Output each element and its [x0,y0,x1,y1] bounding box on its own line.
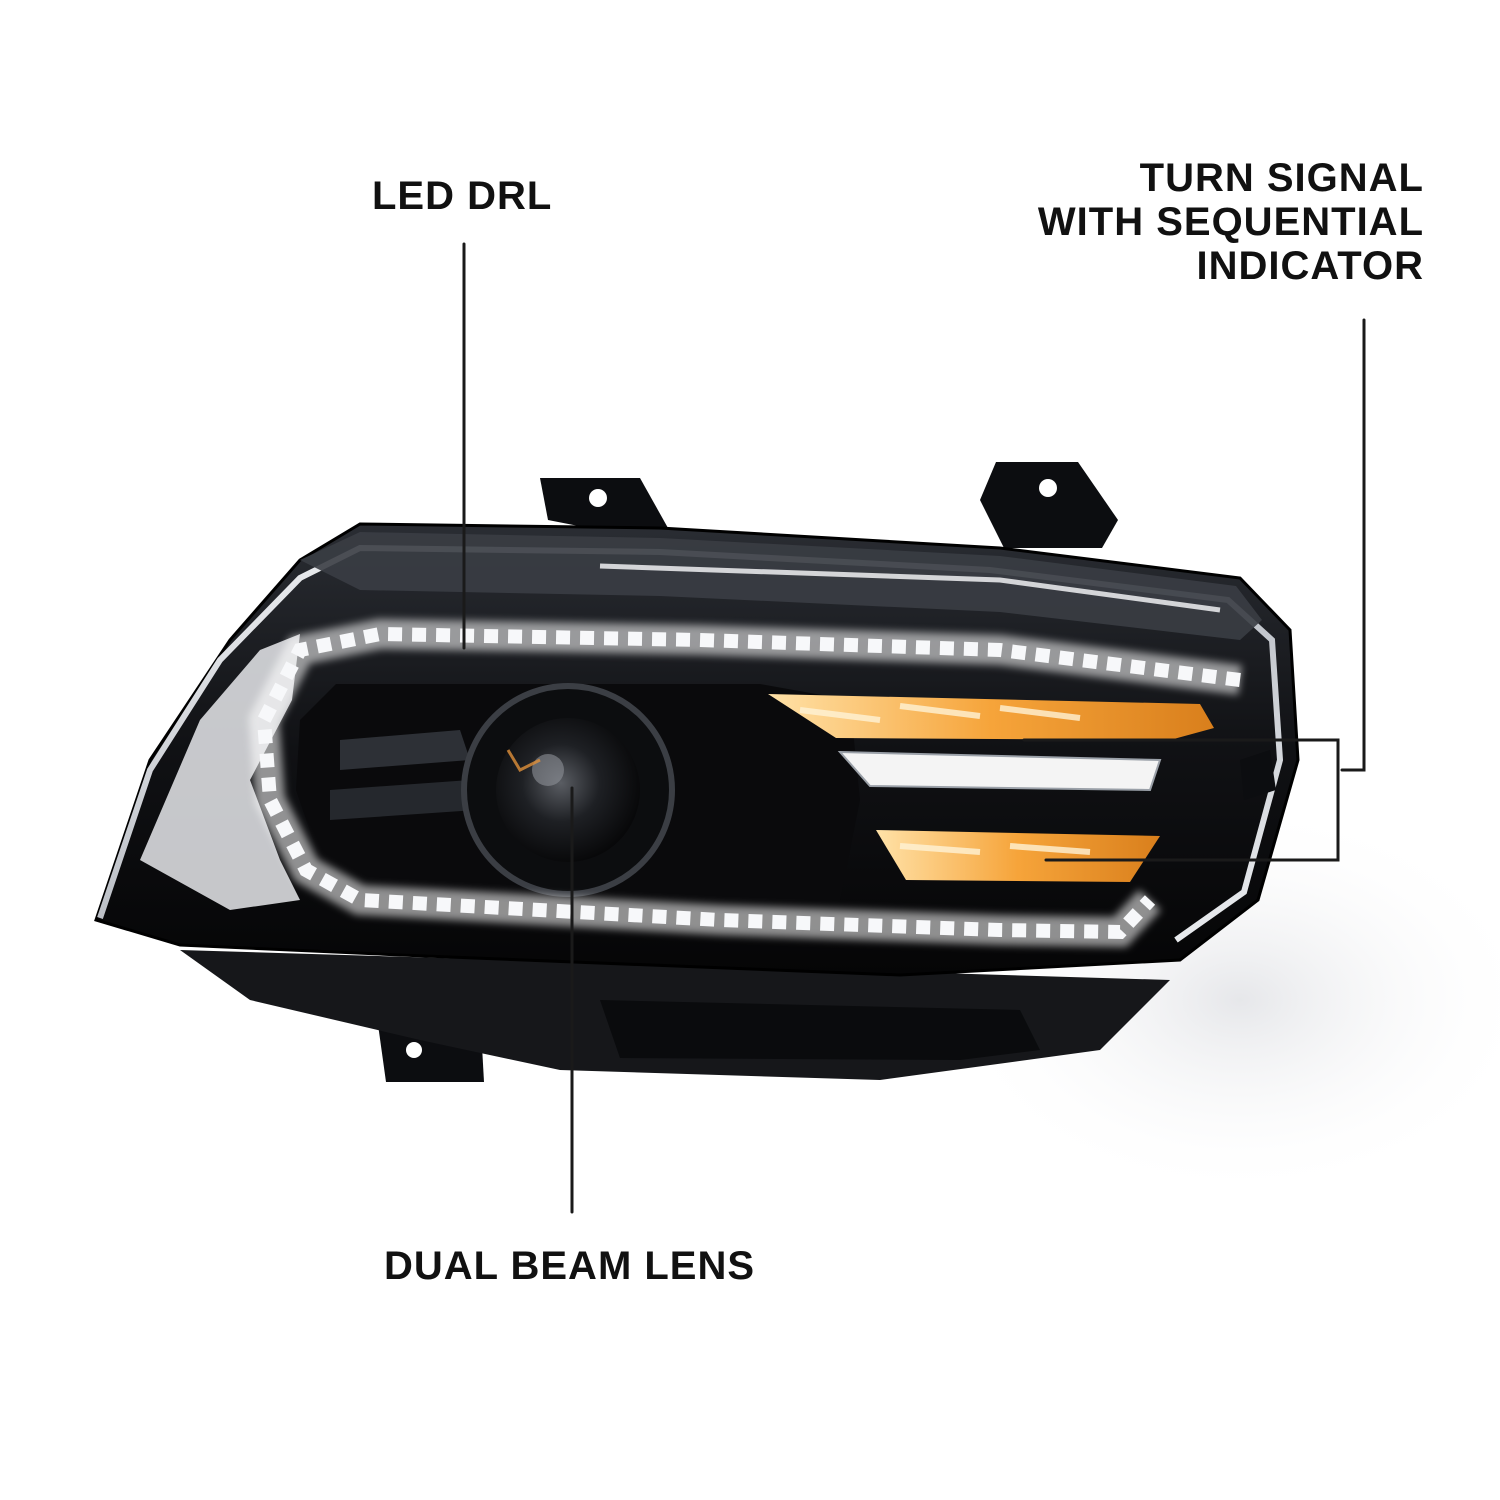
callout-led-drl: LED DRL [372,174,553,218]
turn-signal-led-streaks [899,843,1091,855]
leader-line-turn-signal [1340,318,1366,772]
turn-signal-blade-upper [768,694,1214,740]
callout-dual-beam-lens: DUAL BEAM LENS [384,1244,756,1288]
mount-hole [406,1042,422,1058]
callout-turn-signal-line: INDICATOR [1196,244,1424,288]
mount-hole [1039,479,1057,497]
reflector-fin [330,780,476,820]
callout-turn-signal: TURN SIGNAL WITH SEQUENTIAL INDICATOR [1038,156,1424,288]
callout-turn-signal-line: WITH SEQUENTIAL [1037,200,1424,244]
turn-signal-led-streaks [799,703,1081,723]
projector-lens [496,718,640,862]
lens-highlight [532,754,564,786]
reflector-fin [340,730,470,770]
turn-signal-blade-lower [876,830,1160,882]
mounting-tab-top-right [980,462,1118,548]
mounting-tab-top-left [540,478,668,540]
rear-ballast [600,1000,1040,1060]
led-drl-bar [256,626,1241,940]
mount-hole [589,489,607,507]
callout-turn-signal-line: TURN SIGNAL [1139,156,1424,200]
leader-line-turn-signal-bracket [1022,738,1340,862]
chrome-divider-blade [837,750,1162,792]
lens-amber-reflection [506,749,541,772]
upper-clear-lens-band [300,532,1262,640]
wiring-connector [1240,750,1276,800]
upper-chrome-highlight [599,563,1221,613]
